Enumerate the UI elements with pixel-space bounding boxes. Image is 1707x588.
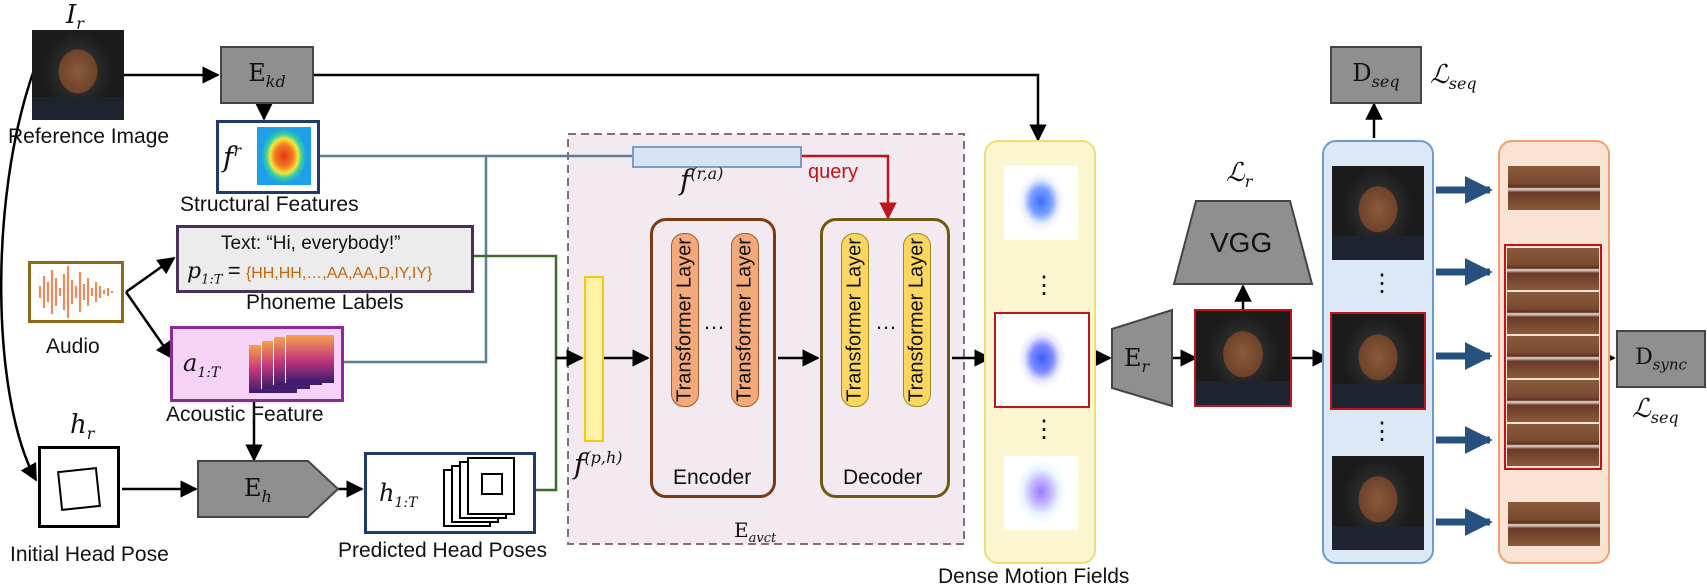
encoder-label: Encoder (673, 466, 752, 489)
motion-field-3 (1004, 456, 1078, 530)
h1t-label: h1:T (379, 479, 418, 511)
acoustic-box: a1:T (170, 326, 344, 402)
fph-label: f(p,h) (574, 447, 623, 481)
text-line: Text: “Hi, everybody!” (221, 233, 401, 254)
phoneme-labels-label: Phoneme Labels (246, 291, 404, 314)
decoder-layer-1: Transformer Layer (841, 233, 869, 407)
er-label: Er (1124, 344, 1150, 376)
audio-waveform (38, 266, 114, 318)
encoder-box: Transformer Layer … Transformer Layer En… (650, 218, 776, 498)
query-label: query (808, 161, 859, 183)
lseq-label-bottom: ℒseq (1632, 394, 1679, 428)
encoder-ellipsis: … (703, 309, 725, 334)
decoder-box: Transformer Layer … Transformer Layer De… (820, 218, 950, 498)
predicted-head-poses-label: Predicted Head Poses (338, 539, 547, 562)
decoder-ellipsis: … (875, 309, 897, 334)
generated-frame (1194, 309, 1292, 407)
arrow-audio-to-acoustic (124, 291, 174, 360)
motion-field-1 (1004, 166, 1078, 240)
frames-vdots-2: ⋮ (1370, 418, 1394, 445)
phoneme-line: p1:T = {HH,HH,…,AA,AA,D,IY,IY} (187, 258, 433, 288)
structural-features-label: Structural Features (180, 193, 359, 216)
mouth-panel (1498, 140, 1610, 564)
frame-1 (1332, 166, 1424, 260)
fra-bar (632, 146, 802, 168)
encoder-layer-1: Transformer Layer (671, 233, 699, 407)
mouth-strip-highlighted (1504, 244, 1602, 470)
structural-features-box: fr (216, 120, 320, 194)
encoder-layer-2: Transformer Layer (731, 233, 759, 407)
mouth-crop-2 (1508, 502, 1600, 546)
phoneme-sequence: {HH,HH,…,AA,AA,D,IY,IY} (245, 265, 433, 282)
eh-label: Eh (244, 474, 272, 506)
eh-block (197, 460, 340, 518)
frames-panel: ⋮ ⋮ (1322, 140, 1434, 564)
line-headpose-to-fph (532, 358, 558, 492)
initial-head-pose-label: Initial Head Pose (10, 543, 169, 566)
dense-motion-fields-label: Dense Motion Fields (938, 565, 1130, 588)
dsync-block: Dsync (1616, 330, 1706, 388)
initial-head-pose-box (38, 446, 120, 528)
motion-vdots-2: ⋮ (1032, 416, 1056, 443)
avct-region (567, 133, 965, 545)
frame-3 (1332, 456, 1424, 550)
spectrogram-stack (249, 335, 335, 393)
ekd-block: Ekd (220, 46, 314, 104)
reference-image-label: Reference Image (8, 125, 170, 148)
motion-fields-panel: ⋮ ⋮ (984, 140, 1096, 564)
vgg-label: VGG (1210, 227, 1273, 258)
motion-vdots-1: ⋮ (1032, 272, 1056, 299)
lr-label: ℒr (1226, 158, 1253, 192)
decoder-layer-2: Transformer Layer (903, 233, 931, 407)
arrow-audio-to-phoneme (125, 256, 176, 294)
er-block (1111, 308, 1173, 408)
arrow-query (802, 154, 897, 220)
fr-label: fr (223, 140, 242, 174)
lseq-label-top: ℒseq (1430, 60, 1477, 94)
fra-label: f(r,a) (680, 163, 724, 197)
predicted-head-poses-box: h1:T (364, 452, 536, 534)
motion-field-highlighted (994, 312, 1090, 408)
eavct-label: Eavct (734, 518, 777, 546)
decoder-label: Decoder (843, 466, 923, 489)
frames-vdots-1: ⋮ (1370, 270, 1394, 297)
acoustic-feature-label: Acoustic Feature (166, 403, 324, 426)
phoneme-box: Text: “Hi, everybody!” p1:T = {HH,HH,…,A… (176, 225, 474, 293)
line-acoustic-to-fra (342, 156, 488, 364)
a1t-label: a1:T (183, 349, 221, 381)
vgg-block (1172, 200, 1314, 285)
hr-label: hr (70, 410, 95, 444)
reference-image (32, 30, 124, 120)
arrow-ref-to-pose (0, 69, 38, 482)
arrow-ekd-to-motion (312, 73, 1047, 142)
dseq-block: Dseq (1330, 46, 1422, 104)
structural-heatmap (257, 127, 311, 185)
audio-label: Audio (46, 335, 100, 358)
ir-label: Ir (66, 0, 84, 34)
frame-highlighted (1330, 312, 1426, 410)
audio-box (28, 261, 124, 323)
mouth-crop-1 (1508, 166, 1600, 210)
fph-bar (584, 276, 604, 442)
